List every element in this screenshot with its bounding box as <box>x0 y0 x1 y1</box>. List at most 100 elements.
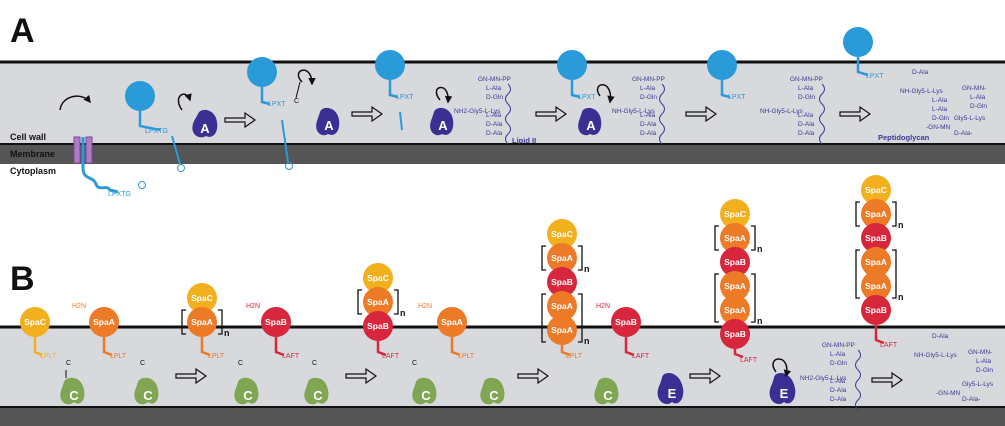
curved-arrow-icon <box>596 84 615 104</box>
spab-subunit <box>720 319 750 349</box>
lipid-ii-line: L-Ala <box>486 85 502 92</box>
motif-label: LPXTG <box>145 128 168 135</box>
sortase-c-letter: C <box>489 388 499 403</box>
lipid-tail <box>659 83 665 145</box>
protein-stalk <box>856 57 869 77</box>
step-arrow-icon <box>871 371 904 389</box>
spaa-label: SpaA <box>551 325 573 335</box>
step-arrow-icon <box>224 111 257 129</box>
sortase-c <box>304 377 329 405</box>
spac-stalk <box>33 337 43 357</box>
spaa-label: SpaA <box>865 281 887 291</box>
step-arrow-icon <box>345 367 378 385</box>
pg-bottom-line: D-Ala- <box>954 130 972 137</box>
spab-stalk <box>376 341 387 357</box>
peptidoglycan-label: Peptidoglycan <box>878 133 930 142</box>
transmembrane-pore <box>85 136 93 164</box>
stage-b5: SpaC SpaA SpaB n SpaA SpaA n SpaB LAFT E… <box>714 199 904 411</box>
spaa-motif: LPLT <box>110 353 127 360</box>
lipid-ii-line: L-Ala <box>830 378 846 385</box>
lipid-ii-line: D-Ala <box>798 121 815 128</box>
spaa-label: SpaA <box>865 209 887 219</box>
step-arrow-icon <box>535 105 568 123</box>
spab-subunit <box>861 223 891 253</box>
sortase-a <box>430 107 454 136</box>
cell-wall-label: Cell wall <box>10 132 46 142</box>
protein-domain <box>125 81 155 111</box>
spaa-label: SpaA <box>724 281 746 291</box>
pg-mid-line: D-Gln <box>932 115 949 122</box>
sortase-a <box>578 107 602 136</box>
repeat-n: n <box>400 308 406 318</box>
spab-motif: LAFT <box>382 353 400 360</box>
sortase-e-letter: E <box>668 386 677 401</box>
carbon-atom: C <box>412 360 417 367</box>
spab-subunit <box>861 295 891 325</box>
repeat-bracket <box>855 201 897 227</box>
membrane-label: Membrane <box>10 149 55 159</box>
repeat-bracket <box>714 225 756 251</box>
spab-motif: LAFT <box>632 353 650 360</box>
stage-a5-transpeptidation: LPXT A NH-Gly5-L-Lys GN-MN-PP L-Ala D-Gl… <box>557 50 718 145</box>
spaa-subunit <box>720 295 750 325</box>
spaa-stalk <box>200 337 211 357</box>
curved-arrow-icon <box>177 93 192 111</box>
spaa-subunit <box>861 247 891 277</box>
charge-positive-icon <box>138 181 146 189</box>
pg-bottom-line: -GN-MN <box>926 124 950 131</box>
membrane-band <box>0 407 1005 426</box>
spab-stalk <box>874 325 885 345</box>
spaa-label: SpaA <box>367 297 389 307</box>
spab-label: SpaB <box>724 257 746 267</box>
protein-domain <box>557 50 587 80</box>
panel-b-letter: B <box>10 260 35 298</box>
stage-b6-mature-pilus: SpaC SpaA SpaB n SpaA SpaA n SpaB LAFT D… <box>855 175 994 403</box>
amine-short: H2N <box>418 303 432 310</box>
pg-bottom-line: D-Ala- <box>962 396 980 403</box>
spac-subunit <box>187 283 217 313</box>
lipid-ii-line: D-Ala <box>830 396 847 403</box>
curved-arrow-icon <box>435 86 453 104</box>
repeat-n: n <box>584 336 590 346</box>
amine-label: NH2-Gly5-L-Lys <box>454 108 501 115</box>
pg-mid-line: L-Ala <box>932 97 948 104</box>
repeat-n: n <box>584 264 590 274</box>
pg-top-label: D-Ala <box>932 333 949 340</box>
carbon-atom: C <box>66 360 71 367</box>
pg-right-line: L-Ala <box>970 94 986 101</box>
stage-a6-released: LPXT NH-Gly5-L-Lys GN-MN-PP L-Ala D-Gln … <box>707 50 872 145</box>
spac-subunit <box>20 307 50 337</box>
spaa-label: SpaA <box>551 253 573 263</box>
amine-short: H2N <box>596 303 610 310</box>
spac-label: SpaC <box>551 229 573 239</box>
spac-motif: LPLT <box>40 353 57 360</box>
spac-label: SpaC <box>367 273 389 283</box>
lipid-ii-line: L-Ala <box>830 351 846 358</box>
spaa-subunit <box>861 199 891 229</box>
sortase-c <box>412 377 437 405</box>
stage-a4-acyl-enzyme: LPXT A NH2-Gly5-L-Lys GN-MN-PP L-Ala D-G… <box>375 50 568 145</box>
stage-b1: SpaC LPLT C C SpaA H2N LPLT C C <box>20 303 208 405</box>
pg-right-line: D-Gln <box>970 103 987 110</box>
repeat-n: n <box>898 292 904 302</box>
spab-label: SpaB <box>865 233 887 243</box>
lipid-ii-line: D-Ala <box>486 121 503 128</box>
amide-label: NH-Gly5-L-Lys <box>612 108 655 115</box>
spab-label: SpaB <box>367 321 389 331</box>
sortase-e-letter: E <box>780 386 789 401</box>
step-arrow-icon <box>351 105 384 123</box>
spab-label: SpaB <box>724 329 746 339</box>
spac-subunit <box>547 219 577 249</box>
protein-stalk <box>138 111 161 132</box>
spaa-subunit <box>547 291 577 321</box>
charge-positive-icon <box>177 164 185 172</box>
lipid-ii-stack: GN-MN-PP L-Ala D-Gln L-Ala D-Ala D-Ala <box>632 76 665 145</box>
carbon-atom: C <box>294 98 299 105</box>
stage-a7-peptidoglycan: LPXT D-Ala NH-Gly5-L-Lys GN-MN- L-Ala D-… <box>843 27 987 142</box>
pg-right-line: D-Gln <box>976 367 993 374</box>
carbon-atom: C <box>140 360 145 367</box>
lipid-ii-line: D-Gln <box>486 94 503 101</box>
spac-label: SpaC <box>724 209 746 219</box>
step-arrow-icon <box>685 105 718 123</box>
spaa-label: SpaA <box>724 233 746 243</box>
